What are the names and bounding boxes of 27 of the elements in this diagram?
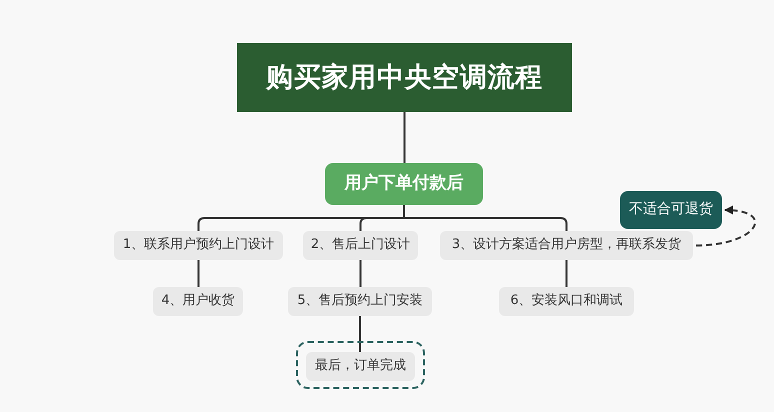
connector-line	[360, 260, 362, 287]
main-step-box	[325, 163, 483, 205]
process-box	[306, 352, 415, 381]
title-box	[237, 43, 572, 112]
step-label: 3、设计方案适合用户房型，再联系发货	[452, 237, 682, 254]
process-box	[303, 231, 418, 260]
note-box	[620, 191, 722, 229]
title-text: 购买家用中央空调流程	[266, 60, 543, 94]
step-label: 2、售后上门设计	[310, 237, 410, 254]
step-label: 1、联系用户预约上门设计	[122, 237, 274, 254]
connector-line	[198, 260, 200, 287]
connector-line	[566, 260, 568, 287]
main-step-label: 用户下单付款后	[344, 173, 464, 195]
connector-line	[404, 112, 406, 163]
process-box	[114, 231, 283, 260]
process-box	[153, 287, 243, 316]
step-label: 5、售后预约上门安装	[297, 293, 423, 310]
step-label: 6、安装风口和调试	[510, 293, 623, 310]
process-box	[440, 231, 693, 260]
step-label: 4、用户收货	[161, 293, 235, 310]
dashed-arrow	[696, 206, 756, 246]
process-box	[288, 287, 432, 316]
process-box	[499, 287, 634, 316]
note-label: 不适合可退货	[629, 201, 713, 219]
connector-line	[359, 316, 361, 352]
dashed-boundary-box	[296, 341, 425, 389]
step-label: 最后，订单完成	[315, 358, 406, 375]
